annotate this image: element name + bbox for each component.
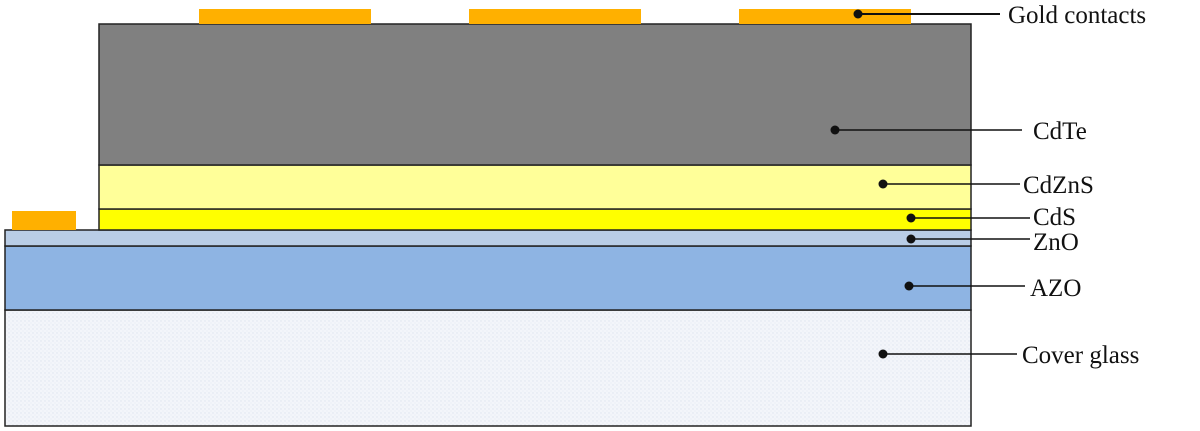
gold-contact-top-2 [469,9,641,24]
gold-contact-top-3 [739,9,911,24]
leader-azo [904,281,1025,291]
gold-contact-bottom [12,211,76,230]
label-gold-contacts: Gold contacts [1008,2,1146,29]
leader-cdzns [878,179,1020,189]
leader-zno [906,234,1030,244]
cds-layer [98,208,972,231]
leader-cdte [830,125,1022,135]
label-cover-glass: Cover glass [1022,342,1139,369]
cover-glass-layer [4,309,972,427]
gold-contact-top-1 [199,9,371,24]
label-cds: CdS [1033,204,1076,231]
label-azo: AZO [1030,275,1081,302]
azo-layer [4,245,972,311]
label-cdzns: CdZnS [1023,172,1094,199]
cdzns-layer [98,164,972,210]
label-cdte: CdTe [1033,118,1087,145]
leader-glass [878,349,1017,359]
cdte-layer [98,23,972,166]
leader-cds [906,213,1030,223]
zno-layer [4,229,972,247]
leader-gold [853,9,1000,19]
label-zno: ZnO [1033,229,1079,256]
